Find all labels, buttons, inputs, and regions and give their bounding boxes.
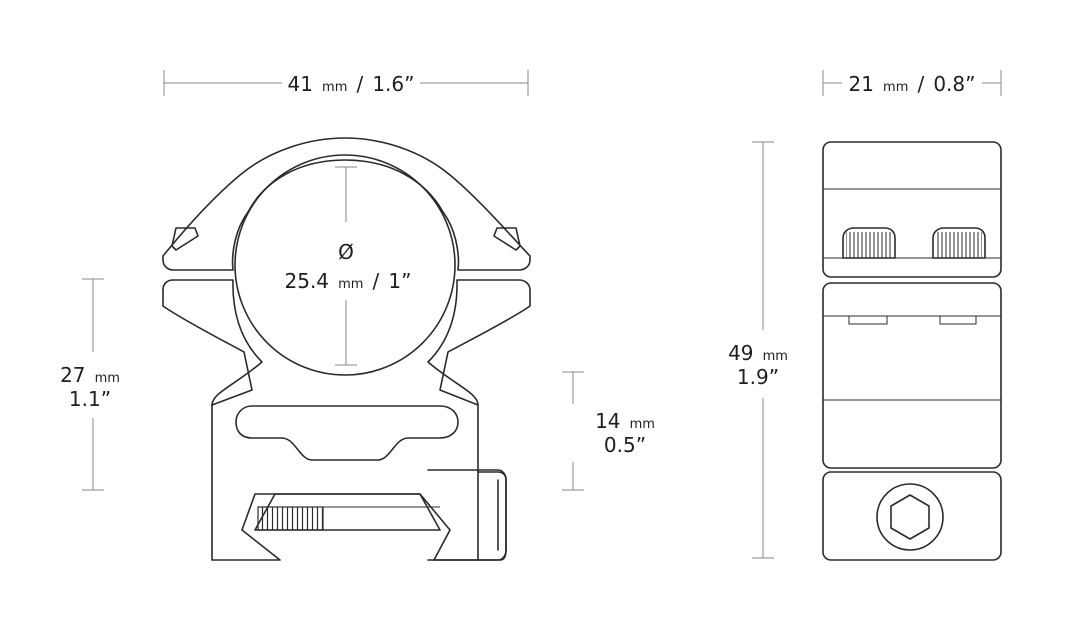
height-center-value: 27 — [60, 363, 85, 387]
svg-text:49 mm: 49 mm — [728, 341, 788, 365]
height-center-dimension: 27 mm 1.1” — [60, 278, 120, 491]
ring-body-left-arm — [162, 289, 253, 406]
diameter-imperial: 1” — [388, 269, 411, 293]
height-base-dimension: 14 mm 0.5” — [562, 371, 655, 491]
diameter-unit: mm — [338, 277, 363, 292]
top-cap — [162, 137, 531, 271]
height-center-imperial: 1.1” — [69, 387, 111, 411]
hex-bolt-head — [876, 483, 944, 551]
svg-text:25.4 mm / 1”: 25.4 mm / 1” — [285, 269, 412, 293]
side-view — [822, 141, 1002, 561]
height-center-unit: mm — [95, 371, 120, 386]
width-side-unit: mm — [883, 80, 908, 95]
svg-text:21 mm / 0.8”: 21 mm / 0.8” — [849, 72, 976, 96]
height-base-unit: mm — [630, 417, 655, 432]
cap-screw-left — [171, 227, 199, 251]
height-total-value: 49 — [728, 341, 753, 365]
width-side-value: 21 — [849, 72, 874, 96]
height-base-imperial: 0.5” — [604, 433, 646, 457]
svg-text:27 mm: 27 mm — [60, 363, 120, 387]
rail-wedge — [254, 493, 441, 531]
width-side-dimension: 21 mm / 0.8” — [822, 70, 1002, 96]
width-front-value: 41 — [288, 72, 313, 96]
side-base — [822, 471, 1002, 561]
side-ring-body — [822, 282, 1002, 469]
clamp-bolt — [427, 469, 507, 561]
ring-body-left-edge — [162, 279, 174, 291]
height-total-unit: mm — [763, 349, 788, 364]
width-front-dimension: 41 mm / 1.6” — [163, 70, 529, 96]
width-front-unit: mm — [322, 80, 347, 95]
width-front-imperial: 1.6” — [372, 72, 414, 96]
cap-screw-knurl-left — [842, 227, 896, 259]
cap-screw-knurl-right — [932, 227, 986, 259]
height-base-value: 14 — [595, 409, 620, 433]
svg-text:41 mm / 1.6”: 41 mm / 1.6” — [288, 72, 415, 96]
cap-screw-right — [493, 227, 521, 251]
hex-socket-icon — [890, 494, 930, 540]
height-total-imperial: 1.9” — [737, 365, 779, 389]
side-cap — [822, 141, 1002, 278]
svg-text:14 mm: 14 mm — [595, 409, 655, 433]
front-view: Ø 25.4 mm / 1” — [162, 137, 531, 561]
ring-body — [172, 279, 531, 561]
width-side-imperial: 0.8” — [933, 72, 975, 96]
scope-tube-circle — [234, 154, 456, 376]
hatched-clamp — [257, 506, 324, 531]
height-total-dimension: 49 mm 1.9” — [728, 141, 788, 559]
diameter-value: 25.4 — [285, 269, 330, 293]
diameter-symbol: Ø — [338, 240, 354, 264]
recoil-slot — [235, 405, 459, 461]
